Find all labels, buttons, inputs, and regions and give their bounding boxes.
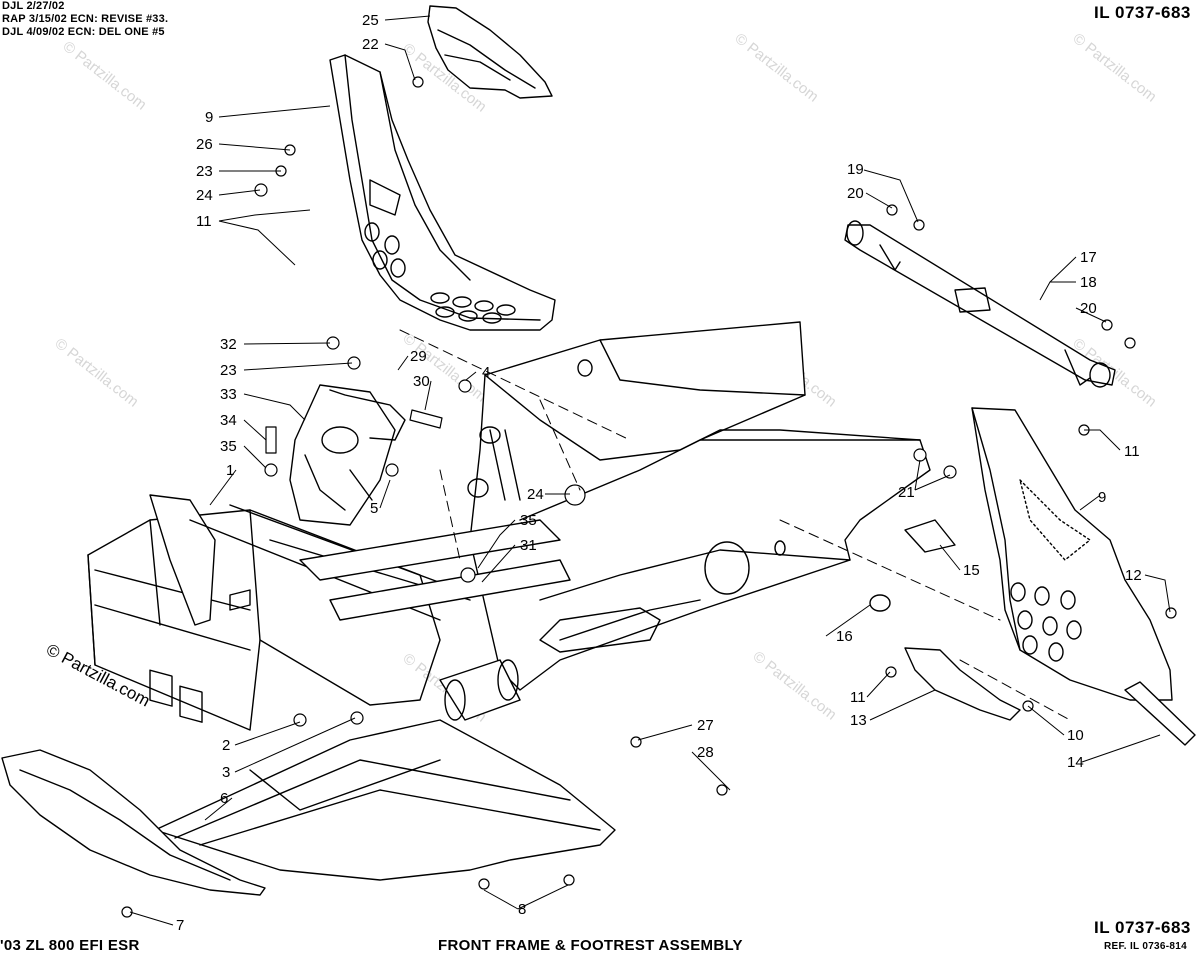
assembly-lines — [399, 329, 1071, 721]
strap-part-14 — [1124, 681, 1196, 746]
callout-6: 6 — [220, 790, 228, 807]
callout-7: 7 — [176, 917, 184, 934]
callout-12: 12 — [1125, 567, 1142, 584]
bracket-part-33 — [289, 384, 406, 526]
footrest-left — [329, 54, 556, 331]
callout-33: 33 — [220, 386, 237, 403]
revision-note: DJL 4/09/02 ECN: DEL ONE #5 — [2, 26, 165, 38]
callout-14: 14 — [1067, 754, 1084, 771]
callout-30: 30 — [413, 373, 430, 390]
leader-lines — [129, 15, 1171, 926]
callout-32: 32 — [220, 336, 237, 353]
reference-number: REF. IL 0736-814 — [1104, 941, 1187, 952]
model-name: '03 ZL 800 EFI ESR — [0, 937, 140, 954]
illustration-number: IL 0737-683 — [1094, 3, 1191, 22]
callout-22: 22 — [362, 36, 379, 53]
callout-34: 34 — [220, 412, 237, 429]
callout-labels: 25 22 9 26 23 24 11 32 23 29 30 4 33 34 … — [176, 12, 1142, 934]
front-bumper — [87, 494, 471, 731]
callout-9: 9 — [205, 109, 213, 126]
revision-note: RAP 3/15/02 ECN: REVISE #33. — [2, 13, 169, 25]
callout-26: 26 — [196, 136, 213, 153]
callout-35: 35 — [220, 438, 237, 455]
callout-20: 20 — [1080, 300, 1097, 317]
skid-plate — [154, 719, 616, 881]
steering-bar — [844, 220, 1116, 388]
callout-19: 19 — [847, 161, 864, 178]
callout-10: 10 — [1067, 727, 1084, 744]
callout-21: 21 — [898, 484, 915, 501]
callout-11: 11 — [1124, 443, 1140, 460]
callout-27: 27 — [697, 717, 714, 734]
front-frame — [469, 321, 931, 691]
callout-5: 5 — [370, 500, 378, 517]
cover-part-25 — [427, 5, 553, 99]
callout-15: 15 — [963, 562, 980, 579]
callout-17: 17 — [1080, 249, 1097, 266]
callout-13: 13 — [850, 712, 867, 729]
cross-members — [229, 426, 571, 721]
footrest-right — [971, 407, 1173, 701]
callout-1: 1 — [226, 462, 234, 479]
plug-part-16 — [869, 594, 891, 612]
callout-24: 24 — [527, 486, 544, 503]
callout-11: 11 — [850, 689, 866, 706]
callout-16: 16 — [836, 628, 853, 645]
revision-note: DJL 2/27/02 — [2, 0, 65, 12]
callout-2: 2 — [222, 737, 230, 754]
callout-4: 4 — [482, 364, 490, 381]
callout-25: 25 — [362, 12, 379, 29]
callout-20: 20 — [847, 185, 864, 202]
callout-35: 35 — [520, 512, 537, 529]
callout-8: 8 — [518, 901, 526, 918]
bumper-part-6 — [1, 749, 266, 896]
callout-29: 29 — [410, 348, 427, 365]
callout-11: 11 — [196, 213, 212, 230]
illustration-number-footer: IL 0737-683 — [1094, 918, 1191, 937]
callout-23: 23 — [196, 163, 213, 180]
callout-24: 24 — [196, 187, 213, 204]
callout-31: 31 — [520, 537, 537, 554]
bracket-part-13 — [904, 647, 1021, 721]
callout-3: 3 — [222, 764, 230, 781]
callout-18: 18 — [1080, 274, 1097, 291]
callout-28: 28 — [697, 744, 714, 761]
clip-part-15 — [904, 519, 956, 553]
diagram-title: FRONT FRAME & FOOTREST ASSEMBLY — [438, 937, 743, 954]
callout-9: 9 — [1098, 489, 1106, 506]
callout-23: 23 — [220, 362, 237, 379]
